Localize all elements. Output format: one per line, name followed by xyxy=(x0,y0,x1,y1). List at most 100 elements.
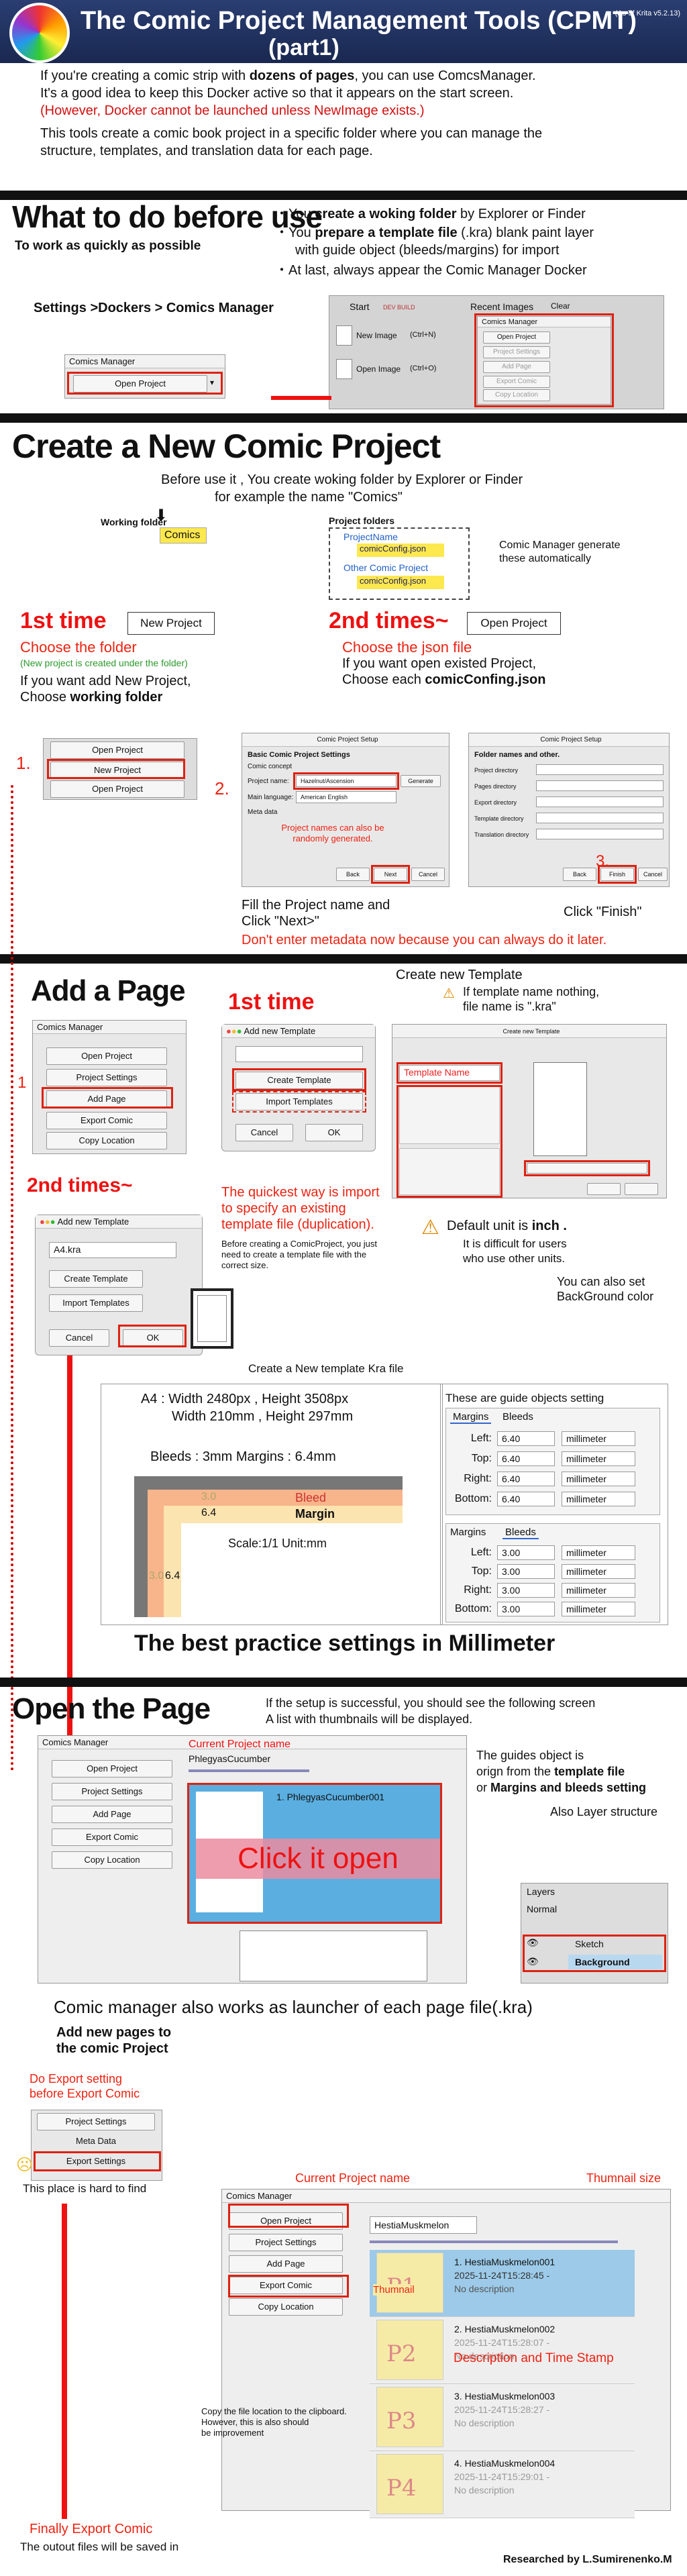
maximize-icon[interactable]: ● xyxy=(50,1217,56,1227)
ok-button[interactable]: OK xyxy=(123,1329,183,1347)
m-bottom-unit[interactable]: millimeter xyxy=(562,1492,635,1506)
close-icon[interactable]: ● xyxy=(40,1217,45,1227)
trans-input[interactable] xyxy=(536,829,664,839)
add-page-button[interactable]: Add Page xyxy=(229,2255,343,2273)
list-item[interactable]: P11. HestiaMuskmelon0012025-11-24T15:28:… xyxy=(370,2250,635,2317)
project-settings-button[interactable]: Project Settings xyxy=(229,2234,343,2251)
open-project-button[interactable]: Open Project xyxy=(52,1760,172,1778)
maximize-icon[interactable]: ● xyxy=(236,1026,242,1036)
export-input[interactable] xyxy=(536,796,664,807)
copy-location-button[interactable]: Copy Location xyxy=(46,1132,167,1149)
b-left-unit[interactable]: millimeter xyxy=(562,1545,635,1560)
layer-sketch[interactable]: Sketch xyxy=(575,1939,604,1949)
m-bottom-input[interactable]: 6.40 xyxy=(497,1492,555,1506)
m-right-unit[interactable]: millimeter xyxy=(562,1472,635,1486)
open-project-button[interactable]: Open Project xyxy=(46,1047,167,1065)
new-project-button[interactable]: New Project xyxy=(50,762,184,779)
b-right-input[interactable]: 3.00 xyxy=(497,1583,555,1598)
t: Add new Template xyxy=(244,1026,316,1036)
bg-color-button[interactable] xyxy=(527,1163,647,1174)
m-left-input[interactable]: 6.40 xyxy=(497,1431,555,1446)
blend-mode[interactable]: Normal xyxy=(527,1904,558,1914)
new-image-link[interactable]: New Image xyxy=(356,331,397,340)
m-left-unit[interactable]: millimeter xyxy=(562,1431,635,1446)
open-project-button[interactable]: Open Project xyxy=(73,375,207,393)
tab-margins[interactable]: Margins xyxy=(450,1411,492,1424)
minimize-icon[interactable]: ● xyxy=(231,1026,237,1036)
ok-button[interactable]: OK xyxy=(305,1124,363,1141)
m-right-input[interactable]: 6.40 xyxy=(497,1472,555,1486)
add-page-button[interactable]: Add Page xyxy=(52,1806,172,1823)
cancel-button[interactable]: Cancel xyxy=(235,1124,293,1141)
dev-label: DEV BUILD xyxy=(383,304,415,311)
b-bottom-input[interactable]: 3.00 xyxy=(497,1602,555,1616)
tab-margins2[interactable]: Margins xyxy=(450,1527,486,1538)
create-button[interactable] xyxy=(587,1183,621,1195)
cancel-button[interactable]: Cancel xyxy=(49,1329,109,1347)
minimize-icon[interactable]: ● xyxy=(44,1217,50,1227)
project-name-input[interactable]: Hazelnut/Ascension xyxy=(296,775,397,787)
cancel2-button[interactable]: Cancel xyxy=(638,868,668,881)
mini-export[interactable]: Export Comic xyxy=(483,376,550,388)
layer-background[interactable]: Background xyxy=(568,1955,662,1969)
eye-icon[interactable]: 👁 xyxy=(527,1956,539,1967)
finish-button[interactable]: Finish xyxy=(600,868,634,881)
b-top-input[interactable]: 3.00 xyxy=(497,1564,555,1579)
open-project-item[interactable]: Open Project xyxy=(50,780,184,798)
tab-bleeds2[interactable]: Bleeds xyxy=(503,1527,539,1539)
create-template-button[interactable]: Create Template xyxy=(49,1270,143,1288)
template-name-input[interactable]: Template Name xyxy=(399,1065,500,1081)
mini-copy[interactable]: Copy Location xyxy=(483,389,550,401)
thumb-slider[interactable] xyxy=(189,1769,309,1772)
canvas-preview xyxy=(240,1930,427,1981)
chevron-down-icon[interactable]: ▾ xyxy=(210,378,215,387)
project-settings-item[interactable]: Project Settings xyxy=(37,2113,155,2130)
project-settings-button[interactable]: Project Settings xyxy=(52,1783,172,1800)
cancel-button[interactable]: Cancel xyxy=(411,868,445,881)
pages-input[interactable] xyxy=(536,780,664,791)
generate-button[interactable]: Generate xyxy=(401,775,441,787)
export-comic-button[interactable]: Export Comic xyxy=(52,1828,172,1846)
b-left-input[interactable]: 3.00 xyxy=(497,1545,555,1560)
import-templates-button[interactable]: Import Templates xyxy=(235,1093,363,1111)
b-bottom-unit[interactable]: millimeter xyxy=(562,1602,635,1616)
language-select[interactable]: American English xyxy=(296,791,397,803)
mini-settings[interactable]: Project Settings xyxy=(483,346,550,358)
copy-location-button[interactable]: Copy Location xyxy=(52,1851,172,1869)
export-comic-button[interactable]: Export Comic xyxy=(229,2277,343,2294)
tmpl-input[interactable] xyxy=(536,813,664,823)
mini-open[interactable]: Open Project xyxy=(483,331,550,344)
thumb-size-slider[interactable] xyxy=(370,2240,618,2243)
project-settings-button[interactable]: Project Settings xyxy=(46,1069,167,1086)
open-image-link[interactable]: Open Image xyxy=(356,364,401,374)
b-top-unit[interactable]: millimeter xyxy=(562,1564,635,1579)
tab-bleeds[interactable]: Bleeds xyxy=(503,1411,533,1423)
export-settings-item[interactable]: Export Settings xyxy=(66,2156,126,2166)
create-template-button[interactable]: Create Template xyxy=(235,1072,363,1089)
m-top-input[interactable]: 6.40 xyxy=(497,1451,555,1466)
b-right-unit[interactable]: millimeter xyxy=(562,1583,635,1598)
import-templates-button[interactable]: Import Templates xyxy=(49,1294,143,1312)
m-top-unit[interactable]: millimeter xyxy=(562,1451,635,1466)
connector-line xyxy=(271,396,331,400)
copy-location-button[interactable]: Copy Location xyxy=(229,2298,343,2316)
setup-dialog-1: Comic Project Setup Basic Comic Project … xyxy=(242,733,450,887)
template-select[interactable] xyxy=(235,1046,363,1062)
mini-add[interactable]: Add Page xyxy=(483,361,550,373)
open-project-button[interactable]: Open Project xyxy=(50,741,184,759)
meta-data-item[interactable]: Meta Data xyxy=(76,2136,116,2146)
back-button[interactable]: Back xyxy=(336,868,370,881)
a4-select[interactable]: A4.kra xyxy=(49,1242,176,1258)
export-comic-button[interactable]: Export Comic xyxy=(46,1112,167,1129)
next-button[interactable]: Next xyxy=(374,868,407,881)
eye-icon[interactable]: 👁 xyxy=(527,1937,539,1948)
back2-button[interactable]: Back xyxy=(563,868,596,881)
clear-button[interactable]: Clear xyxy=(551,301,570,311)
cancel3-button[interactable] xyxy=(625,1183,658,1195)
pdir-input[interactable] xyxy=(536,764,664,775)
page-list-item-selected[interactable]: 1. PhlegyasCucumber001 Click it open xyxy=(187,1783,442,1924)
close-icon[interactable]: ● xyxy=(226,1026,231,1036)
